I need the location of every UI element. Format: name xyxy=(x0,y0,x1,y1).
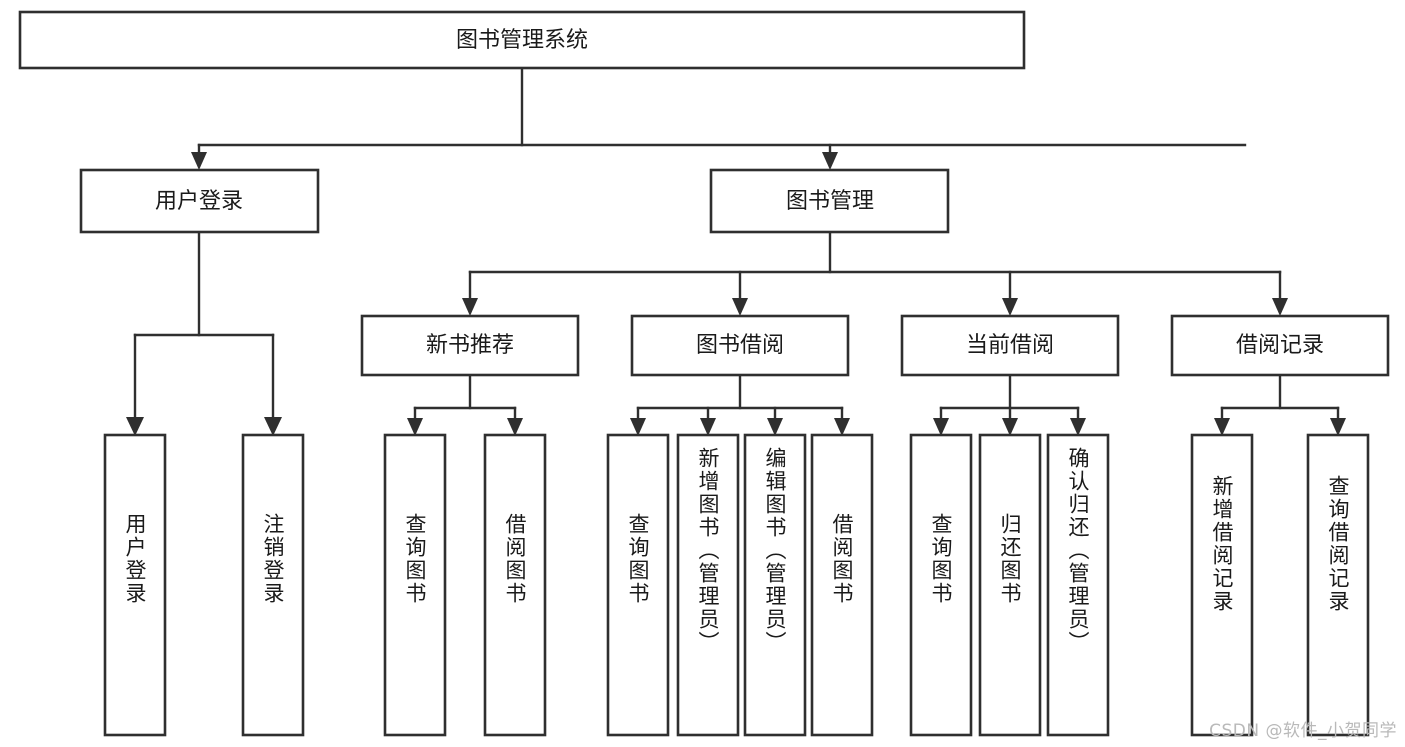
node-book-borrow-label: 图书借阅 xyxy=(696,333,784,358)
node-current-borrow-label: 当前借阅 xyxy=(966,333,1054,358)
node-book-management[interactable]: 图书管理 xyxy=(709,168,950,234)
node-root[interactable]: 图书管理系统 xyxy=(18,10,1026,70)
leaf-box-book-borrow-0[interactable] xyxy=(606,433,670,737)
leaf-box-book-borrow-3[interactable] xyxy=(810,433,874,737)
node-new-book-recommend-label: 新书推荐 xyxy=(426,333,514,358)
leaf-box-borrow-records-1[interactable] xyxy=(1306,433,1370,737)
leaf-box-book-borrow-2[interactable] xyxy=(743,433,807,737)
connector-book-management-to-level3 xyxy=(462,230,1288,316)
csdn-watermark: CSDN @软件_小贺同学 xyxy=(1209,721,1397,741)
node-user-login[interactable]: 用户登录 xyxy=(79,168,320,234)
connector-borrow-records-to-leaves xyxy=(1214,373,1346,436)
connector-user-login-to-leaves xyxy=(126,230,282,436)
node-root-label: 图书管理系统 xyxy=(456,28,588,53)
node-current-borrow[interactable]: 当前借阅 xyxy=(900,314,1120,377)
leaf-box-current-borrow-0[interactable] xyxy=(909,433,973,737)
node-new-book-recommend[interactable]: 新书推荐 xyxy=(360,314,580,377)
node-book-management-label: 图书管理 xyxy=(786,189,874,214)
leaf-box-current-borrow-1[interactable] xyxy=(978,433,1042,737)
leaf-box-book-borrow-1[interactable] xyxy=(676,433,740,737)
node-borrow-records-label: 借阅记录 xyxy=(1236,333,1324,358)
node-user-login-label: 用户登录 xyxy=(155,189,243,214)
node-book-borrow[interactable]: 图书借阅 xyxy=(630,314,850,377)
leaf-box-user-login-1[interactable] xyxy=(241,433,305,737)
leaf-box-user-login-0[interactable] xyxy=(103,433,167,737)
leaf-box-new-book-1[interactable] xyxy=(483,433,547,737)
leaf-box-current-borrow-2[interactable] xyxy=(1046,433,1110,737)
connector-new-book-to-leaves xyxy=(407,373,523,436)
connector-root-to-level2 xyxy=(191,66,1247,170)
node-borrow-records[interactable]: 借阅记录 xyxy=(1170,314,1390,377)
leaf-box-new-book-0[interactable] xyxy=(383,433,447,737)
connector-book-borrow-to-leaves xyxy=(630,373,850,436)
leaf-box-borrow-records-0[interactable] xyxy=(1190,433,1254,737)
connector-current-borrow-to-leaves xyxy=(933,373,1086,436)
